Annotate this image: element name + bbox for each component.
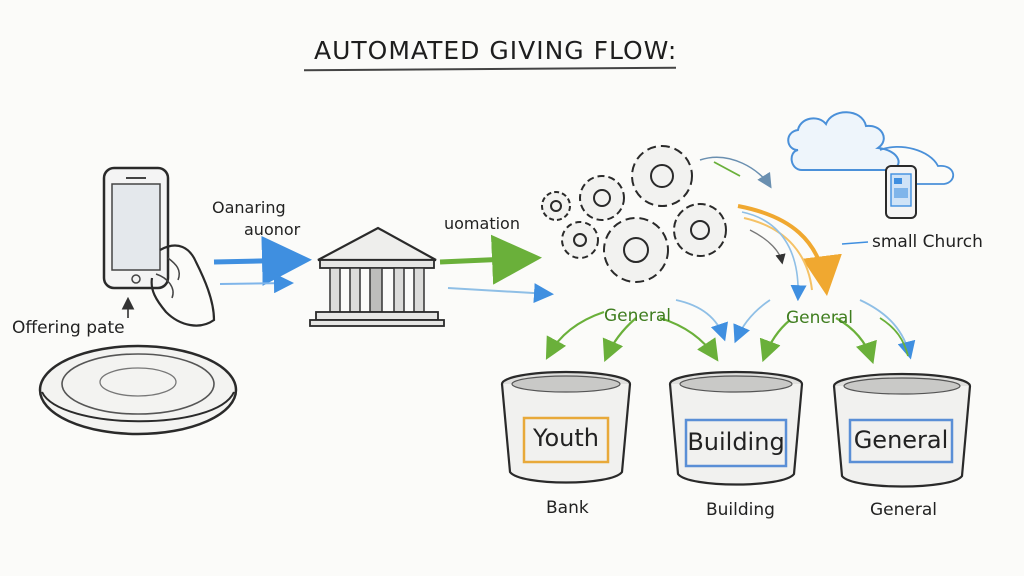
automation-orange-arrow-thin [743, 217, 813, 291]
bin-youth [500, 370, 632, 484]
bin-building-caption: Building [706, 500, 775, 520]
general-right-to-building-arrow [759, 319, 791, 363]
bin-building [668, 370, 804, 486]
bin-general-tag-frame [848, 418, 954, 464]
bank-to-automation-arrow [439, 234, 542, 285]
offering-plate-label: Offering pate [12, 318, 125, 338]
bin-general-caption: General [870, 500, 937, 520]
automation-orange-arrow [737, 204, 842, 296]
automation-spark-green [713, 161, 741, 177]
bin-building-tag-frame [684, 418, 788, 468]
bin-youth-tag: Youth [533, 424, 599, 452]
bank-building-icon [309, 226, 445, 327]
gears-icon [541, 145, 727, 283]
phone-to-bank-arrow [213, 235, 312, 286]
bin-general-tag: General [853, 426, 949, 454]
bank-to-automation-arrow-secondary [447, 283, 554, 304]
automation-label: uomation [444, 214, 520, 233]
general-right-to-building-blue [733, 299, 771, 344]
offering-plate-icon [38, 344, 238, 436]
diagram-title: AUTOMATED GIVING FLOW: [314, 36, 678, 65]
automation-blue-arrow [741, 211, 807, 302]
general-to-youth-arrow-2 [602, 317, 637, 363]
general-right-to-general-blue [859, 299, 916, 360]
general-right-to-general-arrow-2 [879, 317, 909, 357]
smartphone-icon [102, 166, 216, 327]
general-right-to-general-arrow [835, 317, 877, 365]
phone-to-bank-arrow-secondary [219, 273, 294, 294]
general-to-building-arrow [659, 316, 719, 362]
bin-general [832, 372, 972, 488]
cloud-icon [787, 111, 954, 185]
general-fund-label-right: General [786, 308, 853, 328]
automation-loop-arrow [699, 156, 772, 189]
bin-youth-caption: Bank [546, 498, 589, 518]
automation-gray-arrow [749, 229, 786, 265]
bin-building-tag: Building [687, 428, 785, 456]
small-church-label: small Church [872, 232, 983, 252]
general-to-building-blue [675, 299, 728, 342]
small-church-pointer [841, 241, 869, 245]
general-fund-label-left: General [604, 306, 671, 326]
tablet-icon [885, 165, 917, 219]
online-donation-label-line2: auonor [244, 220, 301, 239]
bin-youth-tag-frame [522, 416, 610, 464]
general-to-youth-arrow [545, 310, 605, 360]
online-donation-label-line1: Oanaring [212, 198, 286, 217]
